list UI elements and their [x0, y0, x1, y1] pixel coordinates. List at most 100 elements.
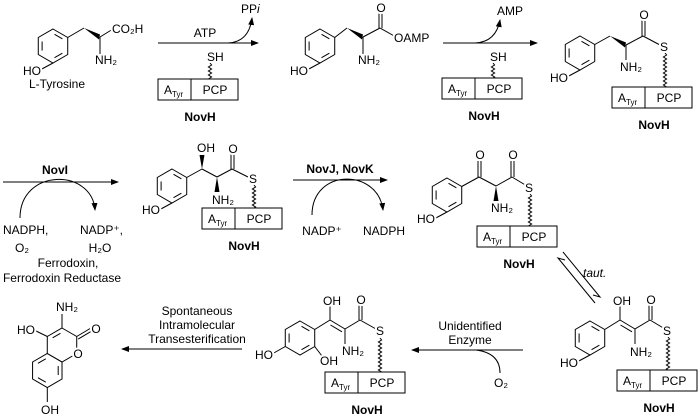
adenylation-domain-label: ATyr [164, 83, 183, 99]
atom-label: HO [23, 64, 41, 78]
adenylation-domain-label: ATyr [448, 82, 467, 98]
cofactor-label: Ferrodoxin Reductase [3, 271, 121, 285]
pcp-domain-label: PCP [370, 376, 395, 390]
tautomerization-equilibrium-arrow: taut. [556, 251, 606, 304]
enzyme-name: NovH [643, 401, 674, 415]
atom-label: OAMP [394, 31, 429, 45]
atom-label: NH₂ [620, 60, 642, 74]
tyrosyl-s-pcp-structure: HO O S NH₂ ATyr PCP NovH [548, 6, 693, 132]
cofactor-out-label: NADP⁺, [80, 223, 123, 237]
pcp-domain-label: PCP [203, 83, 228, 97]
cofactor-out-label: NADPH [363, 224, 405, 238]
atom-label: NH₂ [56, 300, 78, 314]
benzene-ring [32, 352, 63, 389]
cofactor-arrow [19, 178, 98, 219]
enzyme-label: Unidentified [438, 319, 501, 333]
adenylation-domain-label: ATyr [483, 230, 502, 246]
tyrosyl-amp-structure: HO O OAMP NH₂ [288, 0, 431, 80]
atom-label: HO [290, 64, 308, 78]
aminocoumarin-structure: NH₂ HO O O OH [15, 298, 103, 419]
enzyme-label: NovI [42, 163, 68, 177]
atom-label: NH₂ [212, 193, 234, 207]
atom-label: S [663, 324, 671, 338]
wavy-bond [251, 184, 257, 209]
enzyme-domain-box [201, 207, 283, 230]
compound-name: L-Tyrosine [29, 77, 85, 91]
reaction-arrow-step6: Unidentified Enzyme O₂ [411, 319, 523, 390]
benzene-ring [304, 28, 336, 64]
benzene-ring [431, 177, 463, 213]
atom-label: NH₂ [491, 201, 513, 215]
tautomerization-label: taut. [583, 266, 606, 280]
enzyme-name: NovH [638, 118, 669, 132]
adenylation-domain-label: ATyr [208, 212, 227, 228]
adenylation-domain-label: ATyr [618, 91, 637, 107]
atom-label: S [525, 181, 533, 195]
atom-label: HO [142, 203, 160, 217]
atom-label: HO [255, 348, 273, 362]
atom-label: O [73, 347, 82, 361]
atom-label: SH [207, 50, 224, 64]
atom-label: NH₂ [358, 53, 380, 67]
cofactor-in-label: O₂ [15, 241, 29, 255]
enzyme-name: NovH [184, 110, 215, 124]
atom-label: HO [17, 323, 35, 337]
novh-enzyme: ATyr PCP NovH [611, 86, 693, 132]
enzyme-label: Enzyme [448, 333, 492, 347]
enzyme-domain-box [441, 77, 523, 100]
reaction-arrow-step7: Spontaneous Intramolecular Transesterifi… [121, 304, 246, 352]
enzyme-domain-box [324, 371, 406, 394]
atom-label: O [639, 8, 648, 22]
novh-enzyme: ATyr PCP NovH [616, 369, 698, 415]
cofactor-in-label: O₂ [494, 376, 508, 390]
wavy-bond [206, 62, 213, 80]
enzyme-label: NovJ, NovK [306, 162, 374, 176]
atom-label: O [91, 322, 100, 336]
reaction-arrow-step4: NovJ, NovK NADP⁺ NADPH [293, 162, 405, 238]
pcp-domain-label: PCP [487, 82, 512, 96]
enzyme-name: NovH [351, 403, 382, 417]
atom-label: OH [320, 354, 338, 368]
benzene-ring [564, 35, 596, 71]
wavy-bond [526, 193, 533, 227]
pcp-domain-label: PCP [657, 91, 682, 105]
atom-label: OH [613, 294, 631, 308]
enzyme-domain-box [157, 78, 239, 101]
atom-label: CO₂H [112, 22, 143, 36]
l-tyrosine-structure: HO CO₂H NH₂ L-Tyrosine [21, 20, 145, 91]
byproduct-arrow [227, 17, 255, 44]
atom-label: HO [550, 71, 568, 85]
cofactor-out-label: H₂O [89, 241, 112, 255]
step-label: Spontaneous [162, 304, 233, 318]
atom-label: O [376, 1, 385, 15]
atom-label: HO [560, 356, 578, 370]
byproduct-arrow [474, 19, 502, 44]
cofactor-in-label: NADPH, [3, 223, 48, 237]
benzene-ring [156, 168, 188, 204]
cofactor-in-label: NADP⁺ [302, 224, 342, 238]
cofactor-arrow [311, 178, 386, 216]
byproduct-label: PPi [241, 2, 260, 16]
pcp-domain-label: PCP [522, 230, 547, 244]
atom-label: S [660, 40, 668, 54]
step-label: Intramolecular [159, 318, 235, 332]
atom-label: O [646, 293, 655, 307]
adenylation-domain-label: ATyr [623, 374, 642, 390]
benzene-ring [284, 320, 316, 356]
atom-label: O [475, 148, 484, 162]
byproduct-label: AMP [497, 4, 523, 18]
pcp-domain-label: PCP [662, 374, 687, 388]
atom-label: NH₂ [342, 344, 364, 358]
atom-label: S [376, 324, 384, 338]
benzene-ring [37, 28, 69, 64]
atom-label: O [228, 142, 237, 156]
atom-label: OH [41, 403, 59, 417]
